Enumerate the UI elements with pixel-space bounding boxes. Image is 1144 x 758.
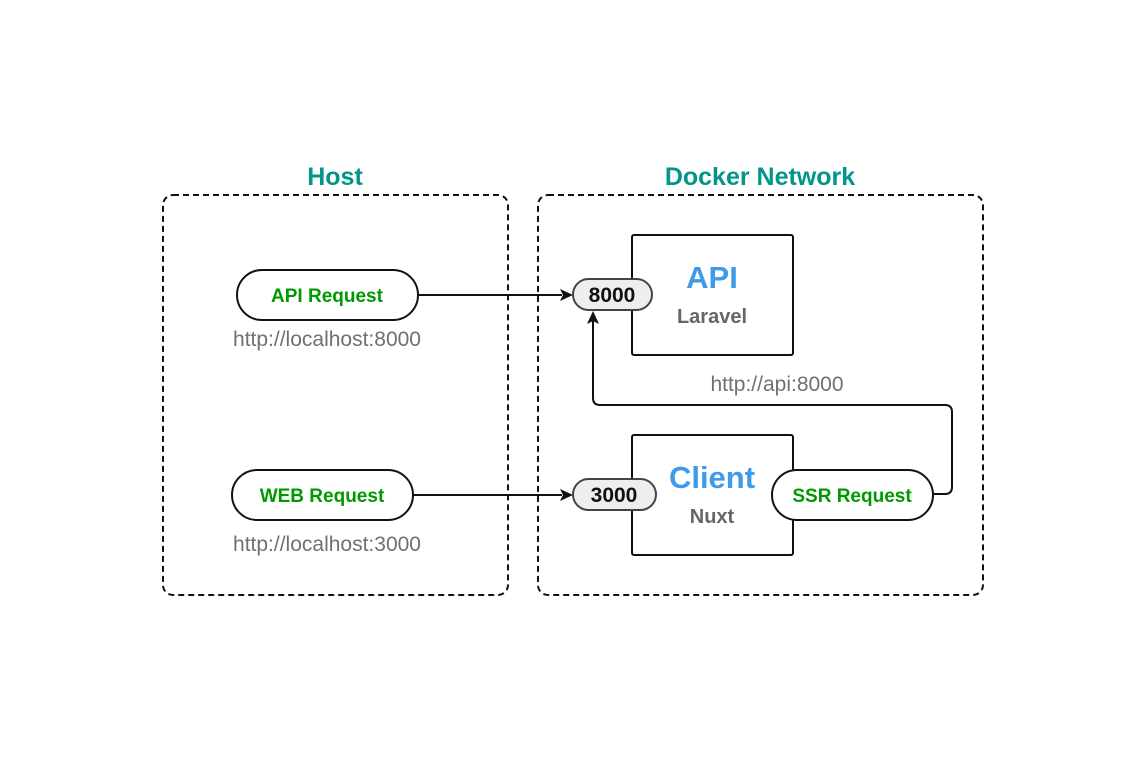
web-request-label: WEB Request — [260, 486, 385, 507]
client-port-badge — [572, 478, 657, 511]
client-port-label: 3000 — [591, 484, 638, 507]
api-request: API Request http://localhost:8000 — [233, 269, 421, 351]
api-request-url: http://localhost:8000 — [233, 328, 421, 351]
docker-network-group: Docker Network — [537, 163, 984, 596]
web-request: WEB Request http://localhost:3000 — [231, 469, 421, 556]
api-request-arrowhead — [560, 289, 573, 301]
web-request-url: http://localhost:3000 — [233, 533, 421, 556]
api-request-label: API Request — [271, 286, 384, 307]
web-request-arrowhead — [560, 489, 573, 501]
ssr-request-edge — [592, 321, 953, 495]
ssr-request-url: http://api:8000 — [710, 373, 843, 396]
client-service-framework: Nuxt — [690, 506, 735, 528]
ssr-request-arrowhead — [587, 311, 599, 324]
host-group-boundary — [162, 194, 509, 596]
docker-network-group-boundary — [537, 194, 984, 596]
edges — [413, 289, 953, 501]
ssr-request-pill — [771, 469, 934, 521]
web-request-pill — [231, 469, 414, 521]
api-request-pill — [236, 269, 419, 321]
docker-network-group-title: Docker Network — [665, 163, 855, 191]
api-service-framework: Laravel — [677, 306, 747, 328]
api-port-label: 8000 — [589, 284, 636, 307]
ssr-request: SSR Request http://api:8000 — [710, 373, 934, 521]
api-service-name: API — [686, 260, 738, 295]
api-service: API Laravel — [631, 234, 794, 356]
client-service-name: Client — [669, 460, 755, 495]
api-port-badge — [572, 278, 653, 311]
api-port: 8000 — [572, 278, 653, 311]
api-service-box — [631, 234, 794, 356]
host-group: Host — [162, 163, 509, 596]
host-group-title: Host — [307, 163, 363, 191]
client-service: Client Nuxt — [631, 434, 794, 556]
ssr-request-label: SSR Request — [792, 486, 912, 507]
client-port: 3000 — [572, 478, 657, 511]
